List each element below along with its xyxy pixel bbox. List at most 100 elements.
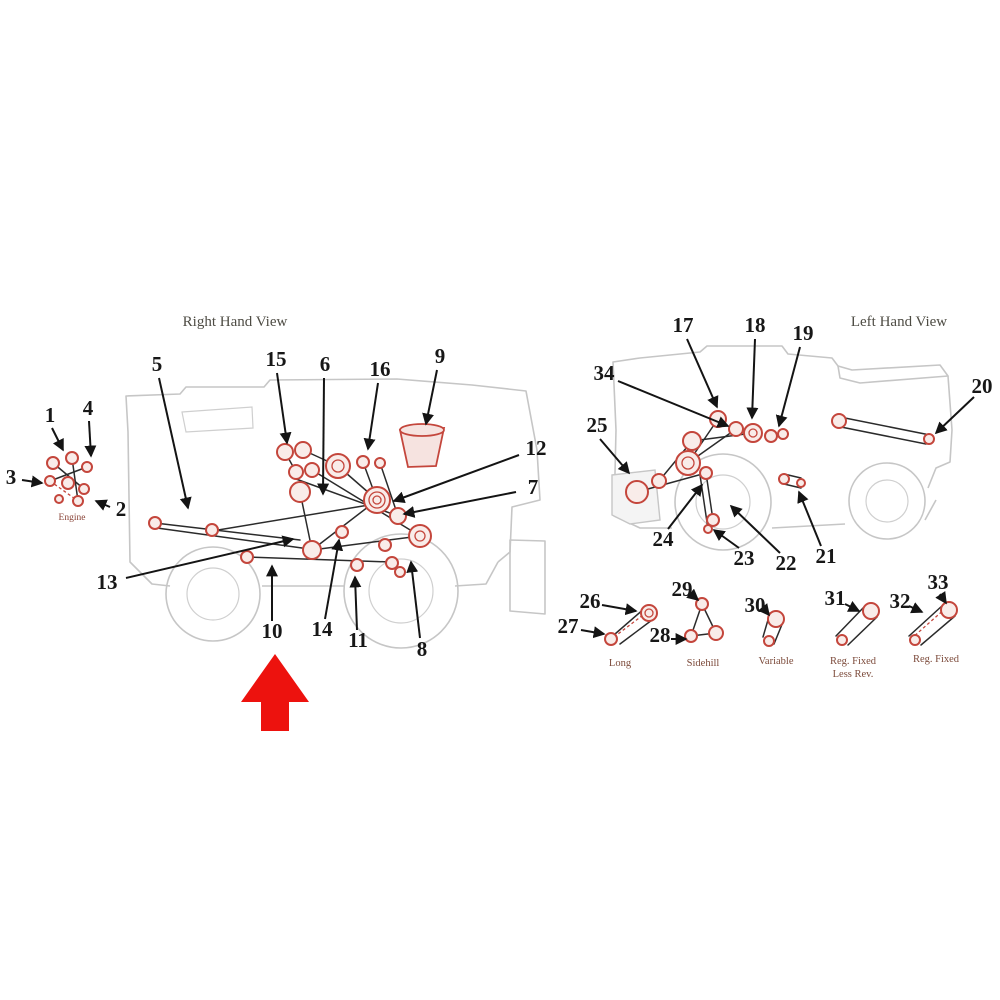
belt-line: [154, 522, 301, 541]
belt-variable: [762, 610, 785, 647]
callout-arrow-17: [686, 338, 719, 409]
callout-arrow-13: [125, 535, 295, 579]
left-view-front-wheel: [848, 462, 926, 540]
left-view-title: Left Hand View: [851, 314, 947, 330]
callout-arrow-25: [599, 438, 631, 475]
callout-number-25: 25: [587, 413, 608, 437]
callout-arrow-33: [935, 591, 947, 605]
callout-number-24: 24: [653, 527, 675, 551]
belt-line: [49, 466, 88, 482]
right-view-pulleys: [148, 423, 446, 578]
callout-number-21: 21: [816, 544, 837, 568]
pulley: [728, 421, 744, 437]
callout-number-8: 8: [417, 637, 428, 661]
belt-legend: [604, 597, 958, 647]
belt-line: [835, 425, 927, 445]
callout-number-10: 10: [262, 619, 283, 643]
pulley: [796, 478, 806, 488]
left-hand-view-machine-outline: [611, 345, 953, 551]
pulley: [706, 513, 720, 527]
callout-arrow-4: [84, 420, 97, 458]
callout-arrow-16: [363, 382, 379, 451]
callout-arrow-19: [775, 346, 801, 428]
callout-arrow-2: [94, 499, 111, 511]
pulley: [777, 428, 789, 440]
pulley: [625, 480, 649, 504]
callout-number-13: 13: [97, 570, 118, 594]
belt-type-label-5: Reg. Fixed: [913, 654, 960, 665]
pulley: [764, 429, 778, 443]
belt-line: [839, 416, 931, 436]
left-view-rear-wheel: [674, 453, 772, 551]
callout-number-7: 7: [528, 475, 539, 499]
belt-line: [705, 472, 714, 521]
pulley: [148, 516, 162, 530]
front-wheel: [343, 533, 459, 649]
pulley: [54, 494, 64, 504]
callout-number-28: 28: [650, 623, 671, 647]
callout-arrow-31: [844, 600, 861, 612]
callout-number-5: 5: [152, 352, 163, 376]
callout-arrow-27: [580, 626, 606, 639]
belt-reg-fixed-less-rev: [835, 602, 880, 646]
pulley: [72, 495, 84, 507]
engine-pulley-cluster: [44, 451, 93, 507]
callout-arrow-12: [392, 454, 520, 504]
machine-outline-segment: [837, 364, 949, 384]
pulley: [651, 473, 667, 489]
pulley: [414, 530, 426, 542]
pulley: [385, 556, 399, 570]
pulley: [302, 540, 322, 560]
right-hand-view-machine-outline: [125, 378, 546, 649]
callout-number-6: 6: [320, 352, 331, 376]
right-view-title: Right Hand View: [183, 314, 288, 330]
callout-number-27: 27: [558, 614, 579, 638]
pulley: [289, 481, 311, 503]
pulley: [767, 610, 785, 628]
machine-outline-segment: [186, 567, 240, 621]
callout-number-32: 32: [890, 589, 911, 613]
pulley: [831, 413, 847, 429]
belt-long: [604, 604, 658, 646]
pulley: [78, 483, 90, 495]
callout-number-26: 26: [580, 589, 601, 613]
callout-arrow-11: [349, 575, 362, 631]
belt-line: [379, 462, 399, 517]
callout-arrow-29: [686, 588, 700, 602]
pulley: [276, 443, 294, 461]
callout-number-11: 11: [348, 628, 368, 652]
belt-line: [691, 432, 754, 442]
callout-number-15: 15: [266, 347, 287, 371]
belt-type-label-2: Variable: [759, 656, 794, 667]
callout-number-18: 18: [745, 313, 766, 337]
machine-outline-segment: [927, 375, 953, 489]
pulley: [374, 457, 386, 469]
machine-outline-segment: [924, 499, 937, 521]
callout-number-20: 20: [972, 374, 993, 398]
pulley: [205, 523, 219, 537]
machine-outline-segment: [454, 561, 499, 587]
belt-line: [211, 503, 376, 532]
pulley: [923, 433, 935, 445]
callout-arrow-23: [712, 529, 740, 549]
belt-type-label-4: Less Rev.: [833, 669, 874, 680]
belt-line: [619, 619, 653, 645]
belt-type-label-3: Reg. Fixed: [830, 656, 877, 667]
callout-number-31: 31: [825, 586, 846, 610]
belt-line: [71, 457, 79, 502]
pulley: [763, 635, 775, 647]
machine-outline-segment: [695, 474, 751, 530]
pulley: [372, 495, 382, 505]
machine-outline-segment: [399, 423, 445, 437]
pulley: [363, 486, 391, 514]
belt-line: [920, 615, 956, 646]
callout-number-4: 4: [83, 396, 94, 420]
belt-line: [835, 606, 865, 637]
belt-type-label-1: Sidehill: [687, 658, 720, 669]
machine-outline-segment: [127, 431, 171, 587]
callout-arrow-7: [402, 491, 517, 518]
machine-outline-segment: [771, 523, 846, 529]
belt-line: [614, 607, 646, 635]
